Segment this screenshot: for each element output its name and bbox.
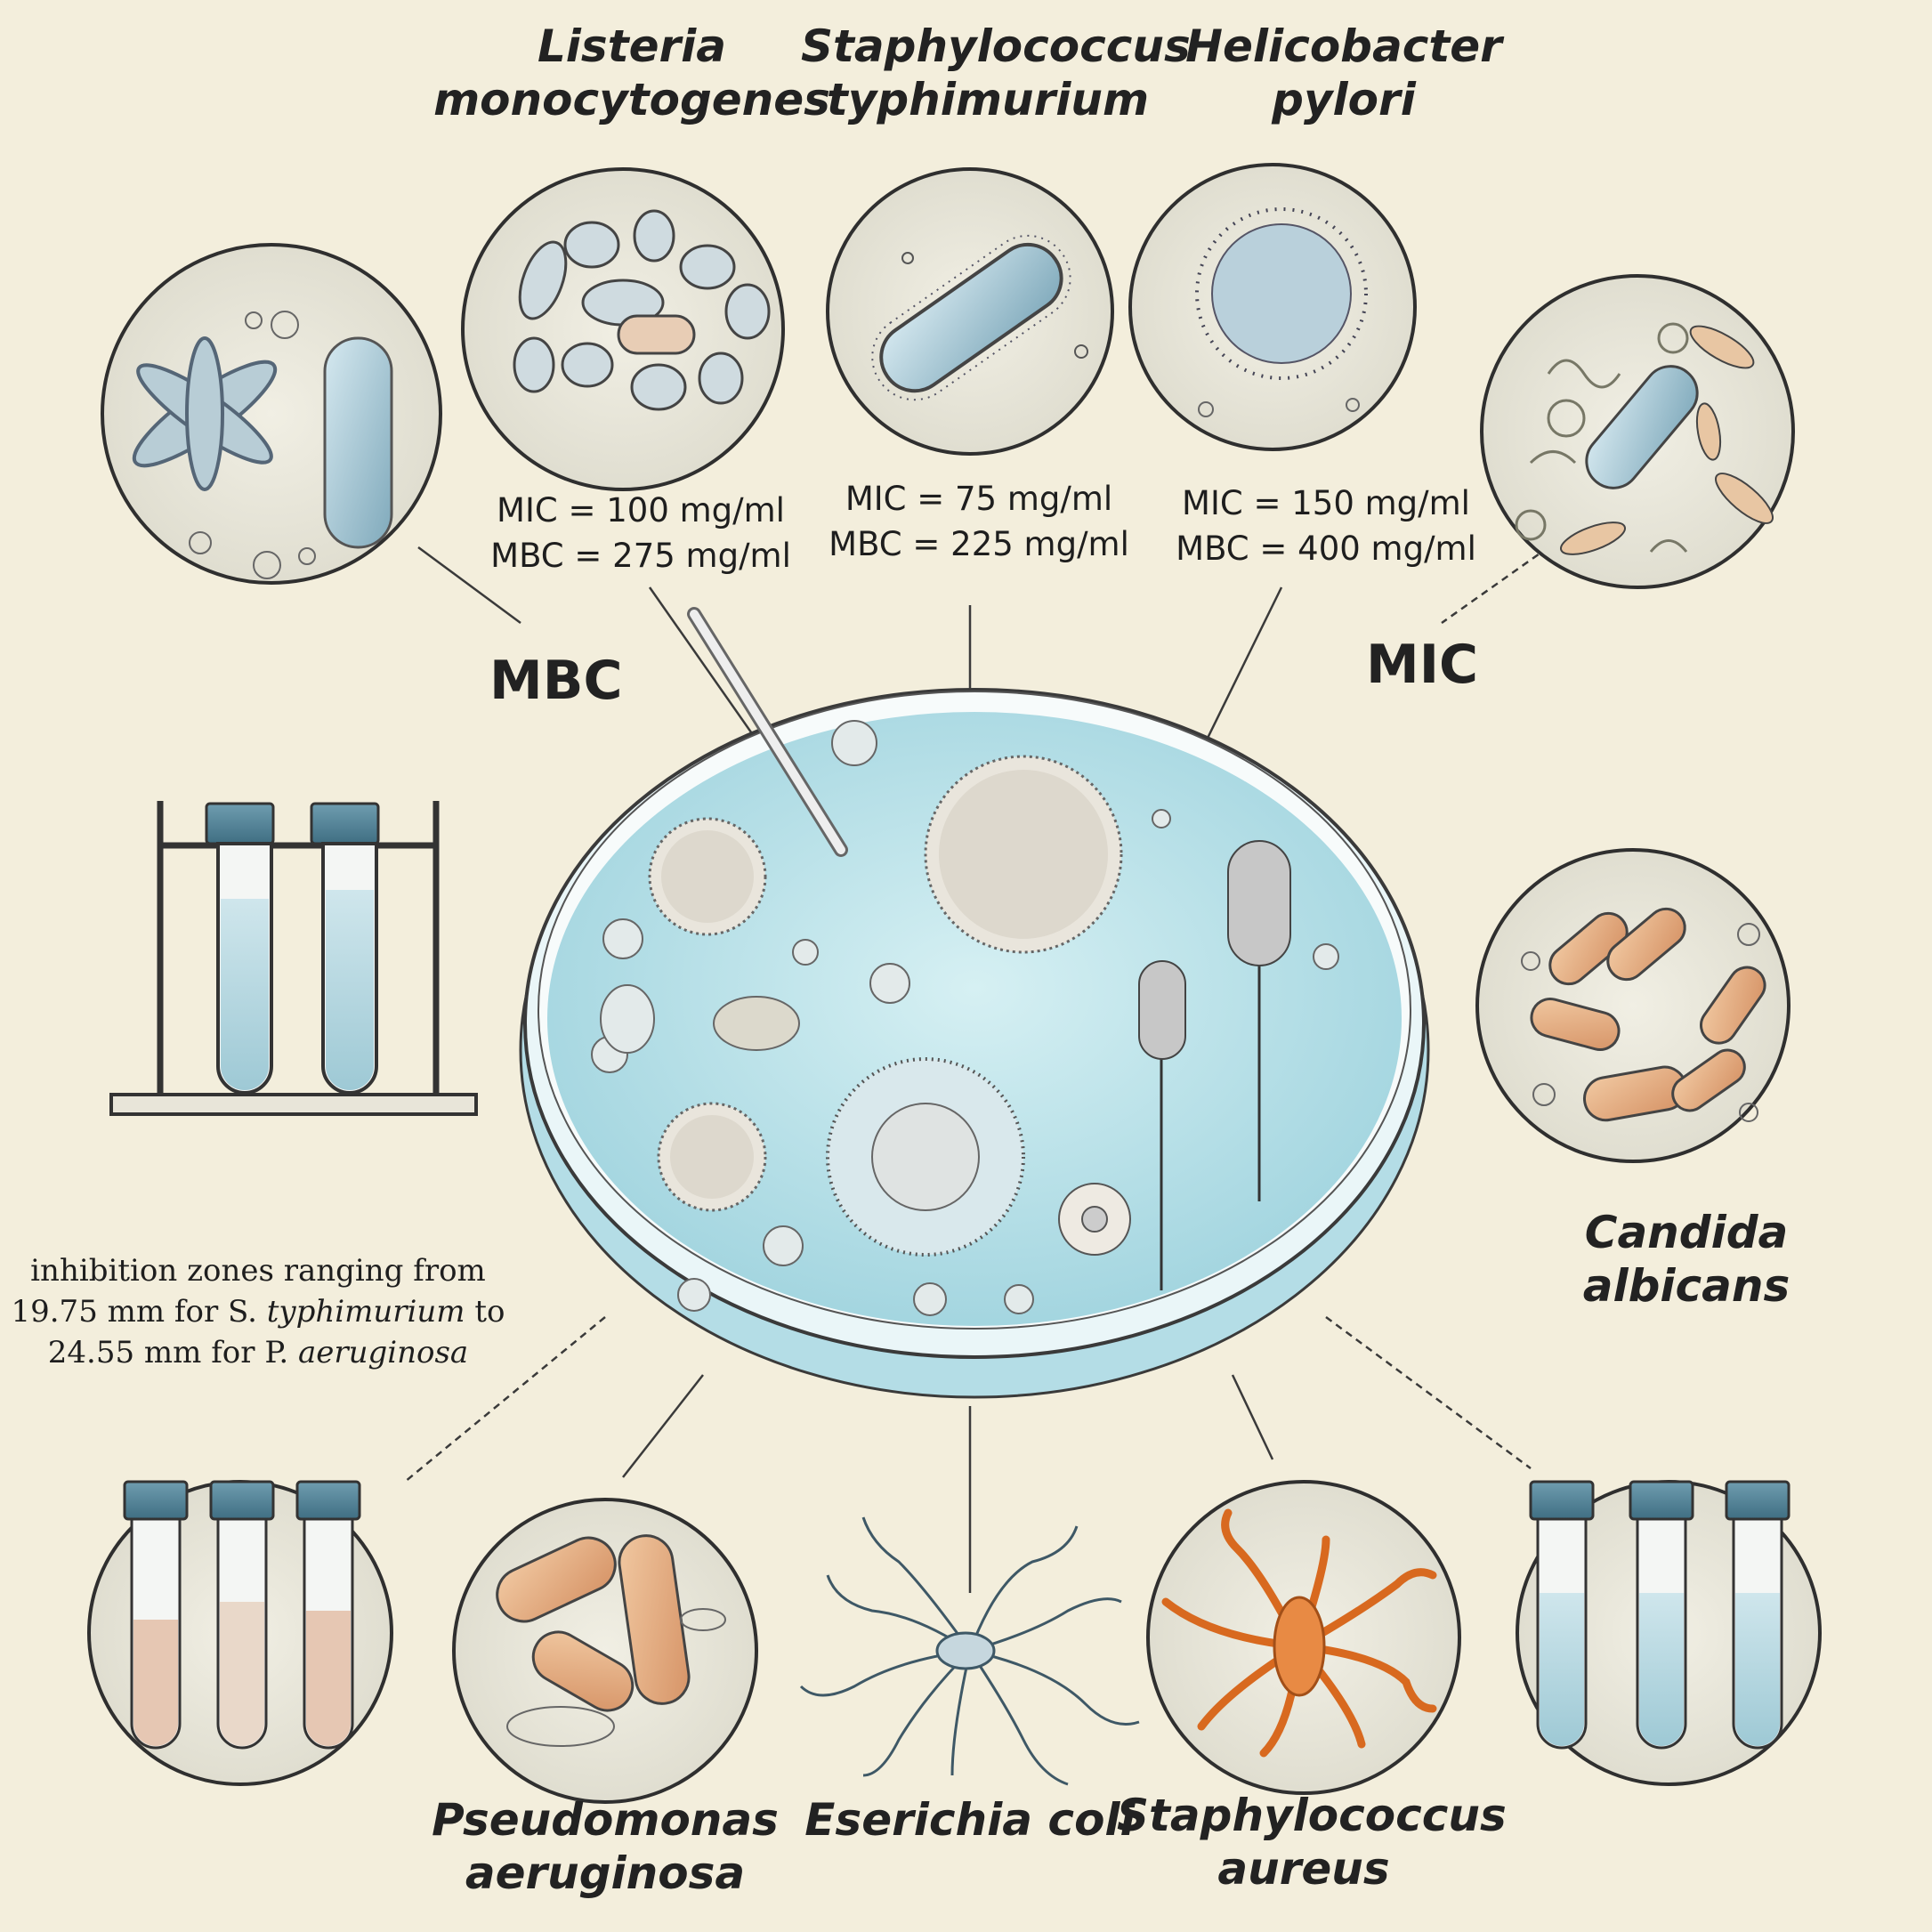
label-staphylococcus-aureus: Staphylococcus aureus: [1117, 1790, 1507, 1895]
micro-circle-rod-star: [101, 243, 442, 585]
micro-circle-candida: [1475, 848, 1791, 1163]
values-helicobacter: MIC = 150 mg/ml MBC = 400 mg/ml: [1176, 484, 1476, 569]
petri-dish: [519, 688, 1430, 1399]
inhibition-zone-note: inhibition zones ranging from 19.75 mm f…: [11, 1253, 505, 1371]
spiky-colony: [826, 1057, 1025, 1257]
ecoli-drawing: [799, 1516, 1140, 1786]
label-candida: Candida albicans: [1582, 1207, 1791, 1312]
micro-circle-helicobacter: [1128, 163, 1417, 451]
values-staph-typhimurium: MIC = 75 mg/ml MBC = 225 mg/ml: [829, 480, 1129, 564]
micro-circle-tubes-left: [87, 1480, 393, 1786]
spiky-colony: [648, 817, 767, 936]
spiky-colony: [924, 755, 1123, 954]
label-ecoli: Eserichia coli: [804, 1794, 1136, 1846]
tag-mic: MIC: [1366, 634, 1479, 696]
micro-circle-mixed: [1480, 274, 1795, 589]
micro-circle-pseudomonas: [452, 1498, 758, 1804]
micro-circle-listeria: [461, 167, 785, 491]
micro-circle-staph-typhimurium: [826, 167, 1114, 456]
label-helicobacter: Helicobacter pylori: [1185, 20, 1502, 125]
test-tube: [205, 802, 275, 1095]
micro-circle-tubes-right: [1516, 1480, 1822, 1786]
micro-circle-staph-aureus: [1146, 1480, 1461, 1795]
flower-colony: [1058, 1183, 1131, 1256]
connector-lines: [404, 546, 1549, 1593]
swab: [1138, 960, 1186, 1290]
small-cells: [591, 720, 1339, 1316]
label-staphylococcus-typhimurium: Staphylococcus typhimurium: [801, 20, 1191, 125]
label-pseudomonas: Pseudomonas aeruginosa: [432, 1794, 779, 1899]
test-tube-rack: [109, 801, 478, 1116]
probe: [687, 607, 848, 857]
spiky-colony: [657, 1102, 767, 1212]
values-listeria: MIC = 100 mg/ml MBC = 275 mg/ml: [490, 491, 791, 576]
test-tube: [310, 802, 380, 1095]
label-listeria: Listeria monocytogenes: [433, 20, 830, 125]
swab: [1227, 840, 1291, 1201]
tag-mbc: MBC: [489, 650, 623, 712]
